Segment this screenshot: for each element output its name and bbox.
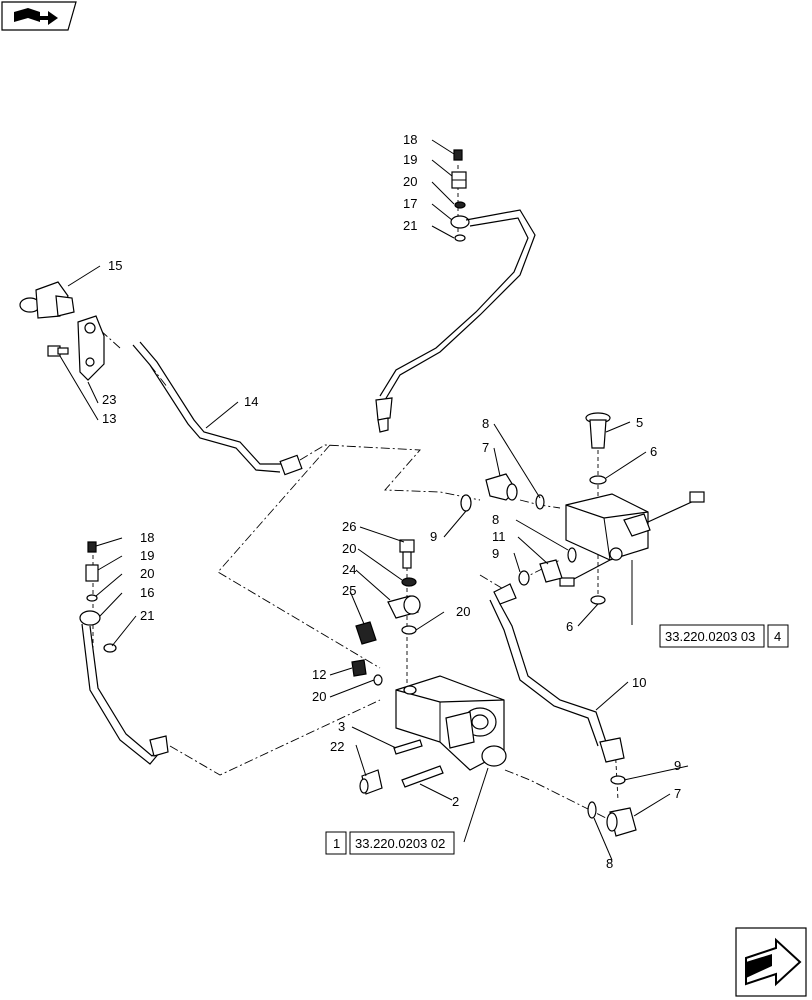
callout-6-top: 6 [650, 444, 657, 459]
banjo-17 [450, 215, 470, 229]
washer-20-left [373, 674, 383, 686]
elbow-7-top [485, 473, 518, 501]
leader-lines [59, 139, 689, 861]
callout-9-mid: 9 [492, 546, 499, 561]
fitting-11 [539, 559, 563, 583]
callout-18-left: 18 [140, 530, 154, 545]
hose-left [81, 623, 169, 765]
ring-9-bottom [610, 775, 626, 785]
washer-20-mid [401, 577, 417, 587]
callout-6-bottom: 6 [566, 619, 573, 634]
callout-21-top: 21 [403, 218, 417, 233]
callout-20-top: 20 [403, 174, 417, 189]
callout-labels: 15 23 13 14 18 19 20 17 21 5 6 8 7 9 8 1… [102, 132, 681, 871]
ring-8-bottom [587, 801, 597, 819]
elbow-7-bottom [606, 807, 637, 837]
banjo-16 [79, 610, 101, 626]
callout-10: 10 [632, 675, 646, 690]
washer-6-top [589, 475, 607, 485]
callout-15: 15 [108, 258, 122, 273]
callout-14: 14 [244, 394, 258, 409]
reference-top-code: 33.220.0203 03 [665, 629, 755, 644]
callout-20-left: 20 [140, 566, 154, 581]
bolt-26 [399, 539, 415, 569]
callout-9-top: 9 [430, 529, 437, 544]
callout-5: 5 [636, 415, 643, 430]
washer-20-lower [401, 625, 417, 635]
bolt-2 [401, 765, 444, 788]
reference-top[interactable]: 33.220.0203 03 4 [659, 624, 789, 648]
plug-12 [351, 659, 367, 677]
banjo-24 [387, 595, 421, 619]
callout-19-left: 19 [140, 548, 154, 563]
fitting-25 [355, 621, 377, 645]
callout-21-left: 21 [140, 608, 154, 623]
assembly-dash-lines [92, 165, 619, 821]
ring-9-top [460, 494, 472, 512]
reference-top-number: 4 [774, 629, 781, 644]
washer-21-left [103, 643, 117, 653]
callout-8-mid: 8 [492, 512, 499, 527]
callout-19-top: 19 [403, 152, 417, 167]
washer-21-top [454, 234, 466, 242]
ring-9-mid [518, 570, 530, 586]
callout-23: 23 [102, 392, 116, 407]
callout-25: 25 [342, 583, 356, 598]
callout-17: 17 [403, 196, 417, 211]
callout-9-bottom: 9 [674, 758, 681, 773]
bolt-5 [585, 412, 611, 449]
fitting-22 [359, 769, 383, 795]
callout-2: 2 [452, 794, 459, 809]
valve-block-1 [395, 675, 507, 771]
reference-bottom-number: 1 [333, 836, 340, 851]
ring-8-top [535, 494, 545, 510]
callout-13: 13 [102, 411, 116, 426]
pipe-14 [132, 341, 303, 476]
callout-16: 16 [140, 585, 154, 600]
callout-24: 24 [342, 562, 356, 577]
callout-11: 11 [492, 529, 506, 544]
washer-20-left-hose [86, 594, 98, 602]
callout-26: 26 [342, 519, 356, 534]
callout-20-mid: 20 [342, 541, 356, 556]
fitting-19-left [85, 564, 99, 582]
bolt-3 [393, 739, 423, 755]
callout-22: 22 [330, 739, 344, 754]
fitting-18-top [453, 149, 463, 161]
valve-block-4 [559, 491, 705, 587]
callout-3: 3 [338, 719, 345, 734]
reference-bottom-code: 33.220.0203 02 [355, 836, 445, 851]
reference-bottom[interactable]: 1 33.220.0203 02 [325, 831, 455, 855]
callout-12: 12 [312, 667, 326, 682]
bolt-13 [47, 345, 69, 357]
ring-8-mid [567, 547, 577, 563]
connector-15 [19, 281, 75, 319]
fitting-18-left [87, 541, 97, 553]
callout-8-bottom: 8 [606, 856, 613, 871]
callout-18-top: 18 [403, 132, 417, 147]
callout-7-bottom: 7 [674, 786, 681, 801]
pipe-10 [489, 583, 625, 763]
hose-upper [375, 209, 536, 433]
callout-20-block: 20 [312, 689, 326, 704]
washer-6-bottom [590, 595, 606, 605]
next-page-arrow-icon[interactable] [735, 927, 807, 997]
book-arrow-icon[interactable] [1, 1, 77, 31]
fitting-19-top [451, 171, 467, 189]
callout-20-right: 20 [456, 604, 470, 619]
washer-20-top [454, 201, 466, 209]
callout-7-top: 7 [482, 440, 489, 455]
bracket-23 [77, 315, 105, 381]
callout-8-top: 8 [482, 416, 489, 431]
